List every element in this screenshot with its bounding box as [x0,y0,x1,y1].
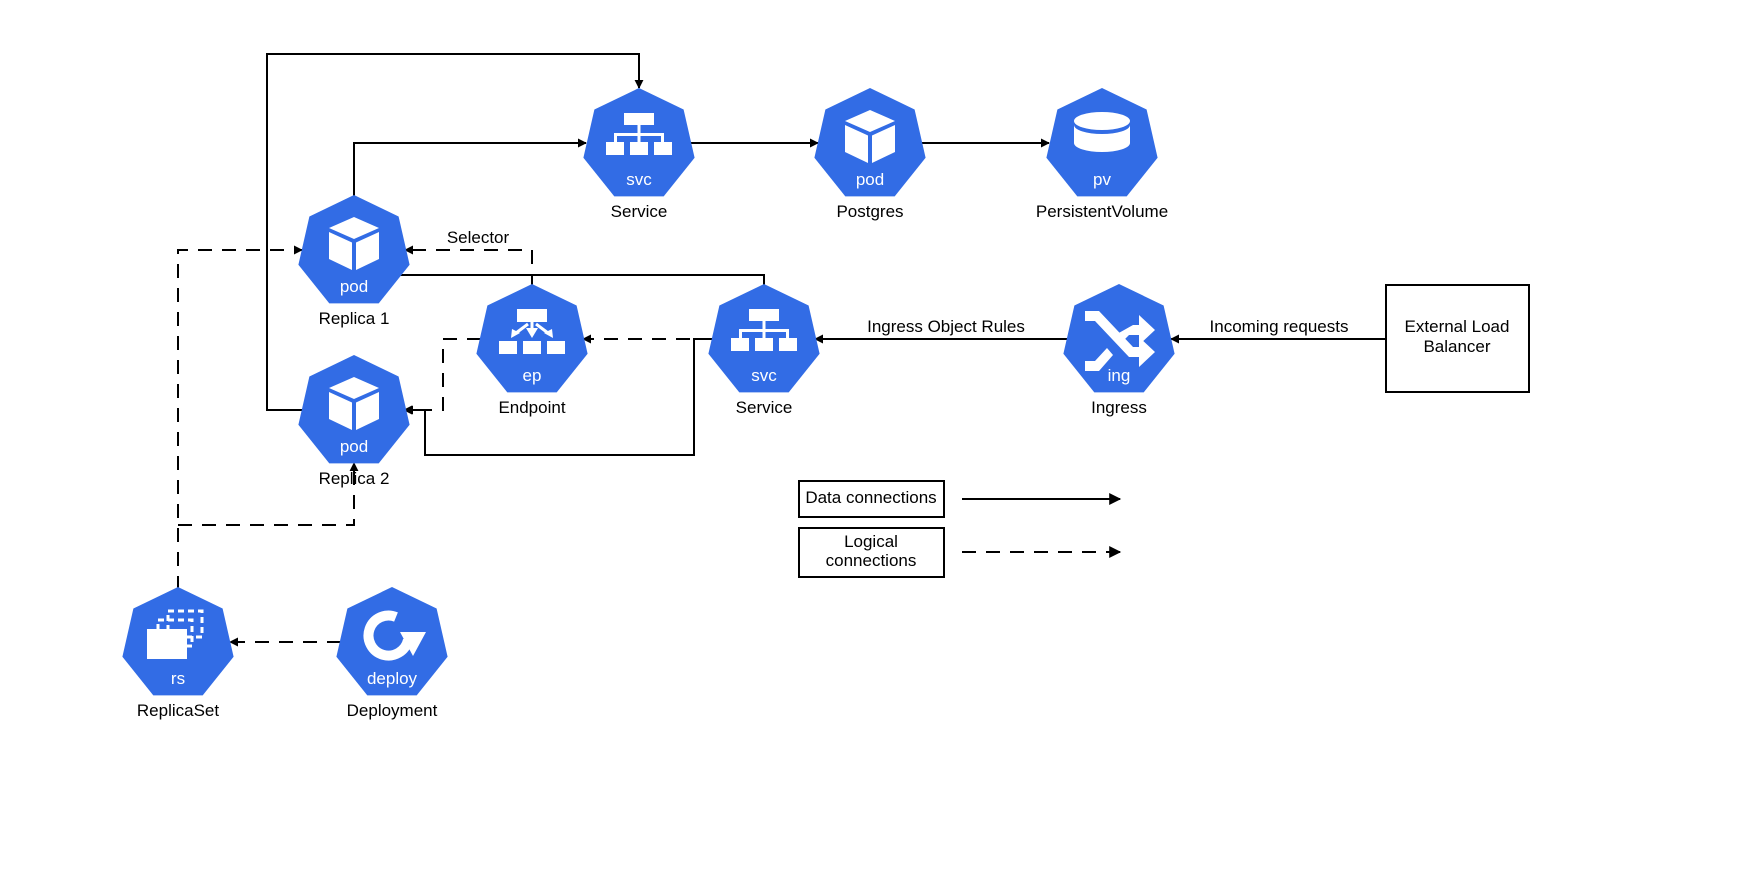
node-endpoint[interactable]: ep Endpoint [476,284,588,417]
node-label: PersistentVolume [1036,202,1168,221]
node-abbr: deploy [367,669,418,688]
external-lb-box [1385,284,1530,393]
node-external-load-balancer[interactable]: External Load Balancer [1385,284,1530,393]
edge-endpoint-to-replica2 [404,338,481,415]
external-lb-label-line2: Balancer [1423,337,1490,356]
edge-endpoint-selector-replica1 [404,245,533,288]
node-persistent-volume[interactable]: pv PersistentVolume [1036,88,1168,221]
node-label: Replica 1 [319,309,390,328]
node-abbr: pod [340,277,368,296]
node-label: Ingress [1091,398,1147,417]
node-abbr: svc [626,170,652,189]
node-replica-1[interactable]: pod Replica 1 [298,195,410,328]
node-ingress[interactable]: ing Ingress [1063,284,1175,417]
node-abbr: pod [856,170,884,189]
node-abbr: svc [751,366,777,385]
node-service-top[interactable]: svc Service [583,88,695,221]
node-label: Postgres [836,202,903,221]
node-postgres[interactable]: pod Postgres [814,88,926,221]
edge-label-incoming-requests: Incoming requests [1210,317,1349,336]
node-label: Deployment [347,701,438,720]
node-abbr: ep [523,366,542,385]
node-replicaset[interactable]: rs ReplicaSet [122,587,234,720]
edge-label-ingress-rules: Ingress Object Rules [867,317,1025,336]
legend-data-label: Data connections [805,488,936,507]
node-abbr: ing [1108,366,1131,385]
external-lb-label-line1: External Load [1405,317,1510,336]
node-abbr: pod [340,437,368,456]
legend: Data connections Logical connections [798,480,1122,578]
node-label: Service [611,202,668,221]
node-abbr: rs [171,669,185,688]
legend-data-box [798,480,945,518]
legend-logical-label-line2: connections [826,551,917,570]
node-label: Replica 2 [319,469,390,488]
node-replica-2[interactable]: pod Replica 2 [298,355,410,488]
legend-logical-box [798,527,945,578]
edge-replicaset-to-replica1 [177,245,303,590]
edge-replica1-to-service [353,138,587,196]
legend-logical-label-line1: Logical [844,532,898,551]
edge-service-to-replica1 [389,264,765,290]
node-service-mid[interactable]: svc Service [708,284,820,417]
node-label: Service [736,398,793,417]
node-label: Endpoint [498,398,565,417]
node-abbr: pv [1093,170,1111,189]
edge-replica2-to-service [266,53,644,411]
node-label: ReplicaSet [137,701,219,720]
edge-replicaset-to-replica2 [178,462,359,526]
node-deployment[interactable]: deploy Deployment [336,587,448,720]
edge-label-selector: Selector [447,228,510,247]
